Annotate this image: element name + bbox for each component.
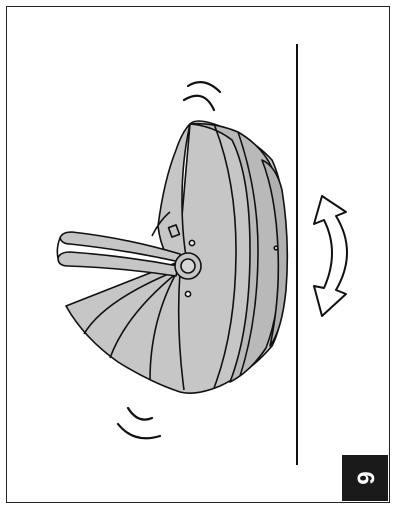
motion-arc-icon	[116, 406, 162, 440]
seat-back-pad	[261, 159, 289, 347]
rocking-arrow-icon	[313, 195, 348, 317]
hinge-knob-icon	[174, 252, 202, 280]
seat-hood	[189, 122, 283, 383]
motion-arc-icon	[182, 81, 222, 112]
frame-border	[6, 6, 390, 503]
step-number: 6	[351, 471, 379, 485]
carrier-seat	[56, 120, 289, 394]
seat-upper-body	[157, 123, 191, 259]
step-number-badge: 6	[342, 455, 388, 501]
